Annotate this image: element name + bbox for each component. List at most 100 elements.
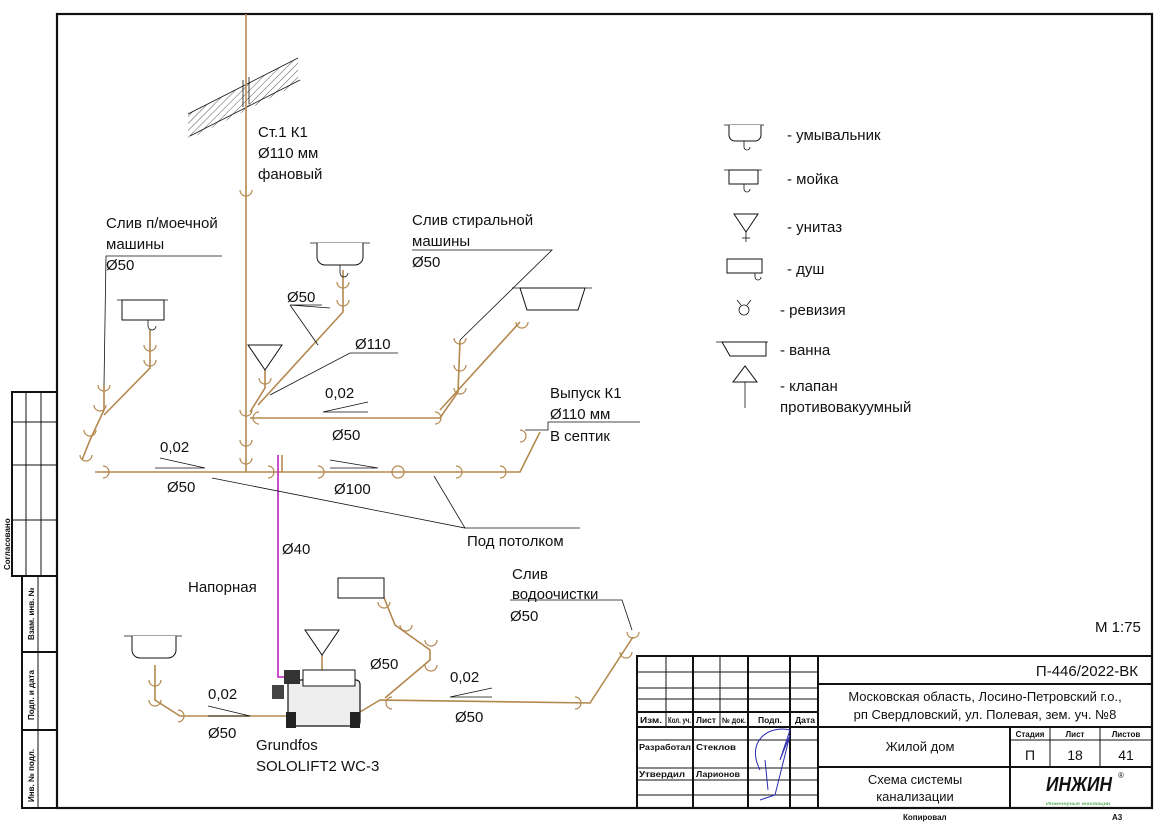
diameter-label: Ø50 (332, 427, 360, 444)
pressure-label: Напорная (188, 579, 257, 596)
role-approver: Утвердил (639, 770, 685, 779)
legend-label: - унитаз (787, 219, 842, 236)
signature (754, 728, 791, 801)
sink-icon (724, 169, 762, 193)
outlet-destination: В септик (550, 428, 610, 445)
filter-drain-label-2: водоочистки (512, 586, 598, 603)
legend-label: - умывальник (787, 127, 881, 144)
legend-label: - мойка (787, 171, 839, 188)
stage-header: Стадия (1016, 730, 1045, 739)
diameter-label: Ø50 (208, 725, 236, 742)
diameter-label: Ø100 (334, 481, 371, 498)
filter-drain-label: Слив (512, 566, 548, 583)
under-ceiling-label: Под потолком (467, 533, 564, 550)
diameter-label: Ø50 (455, 709, 483, 726)
address-line-2: рп Свердловский, ул. Полевая, зем. уч. №… (854, 707, 1117, 722)
diameter-label: Ø50 (167, 479, 195, 496)
sheet-value: 18 (1067, 747, 1083, 763)
legend-label: - ванна (780, 342, 831, 359)
sheets-value: 41 (1118, 747, 1134, 763)
header-izm: Изм. (640, 716, 662, 725)
title-block: Изм. Кол. уч. Лист № док. Подп. Дата Раз… (636, 655, 1153, 822)
revision-fitting (391, 465, 405, 479)
washer-label-2: машины (412, 233, 470, 250)
dishwasher-label: Слив п/моечной (106, 215, 218, 232)
pressure-pipe (277, 455, 288, 678)
dishwasher-label-2: машины (106, 236, 164, 253)
shower-fixture (337, 577, 385, 599)
slope-label: 0,02 (325, 385, 354, 402)
shower-icon (726, 258, 763, 281)
registered-mark: ® (1118, 771, 1124, 780)
revision-icon (736, 299, 752, 316)
slope-label: 0,02 (208, 686, 237, 703)
address-line-1: Московская область, Лосино-Петровский г.… (848, 689, 1121, 704)
riser-label: Ст.1 К1 (258, 124, 308, 141)
sheet-header: Лист (1066, 730, 1085, 739)
diagram-labels: Ст.1 К1 Ø110 мм фановый Слив п/моечной м… (106, 124, 1141, 775)
format-label: А3 (1112, 813, 1123, 822)
slope-label: 0,02 (160, 439, 189, 456)
object-name: Жилой дом (886, 739, 955, 754)
sheet-title-2: канализации (876, 789, 954, 804)
company-logo: ИНЖИН ® Инженерные инновации (1046, 771, 1124, 806)
washbasin-icon (724, 124, 764, 151)
drawing-code: П-446/2022-ВК (1036, 663, 1138, 680)
stamp-replace-inv: Взам. инв. № (27, 587, 36, 640)
diameter-label: Ø50 (287, 289, 315, 306)
gravity-pipes (81, 14, 634, 717)
role-developer: Разработал (639, 743, 691, 752)
header-date: Дата (795, 716, 816, 725)
fixtures (117, 242, 592, 728)
logo-tagline: Инженерные инновации (1046, 801, 1111, 806)
logo-text: ИНЖИН (1046, 774, 1112, 796)
bathtub-fixture (512, 287, 592, 311)
legend-label: - ревизия (780, 302, 846, 319)
dishwasher-fixture (117, 299, 168, 331)
legend-label: противовакуумный (780, 399, 911, 416)
header-kol-uch: Кол. уч. (668, 716, 691, 725)
pressure-diameter: Ø40 (282, 541, 310, 558)
pump-model: SOLOLIFT2 WC-3 (256, 758, 379, 775)
toilet-fixture-lower (304, 629, 340, 656)
leader-lines (103, 249, 640, 717)
riser-diameter: Ø110 мм (258, 145, 318, 162)
developer-name: Стеклов (696, 743, 736, 752)
header-list: Лист (696, 716, 716, 725)
riser-type: фановый (258, 166, 322, 183)
washbasin-fixture-lower (124, 635, 182, 659)
pipe-sockets (79, 189, 640, 723)
washer-label: Слив стиральной (412, 212, 533, 229)
diameter-label: Ø50 (370, 656, 398, 673)
header-doc-no: № док. (722, 716, 746, 725)
diameter-label: Ø110 (355, 336, 391, 353)
bathtub-icon (716, 341, 768, 357)
copied-label: Копировал (903, 813, 947, 822)
side-stamp: Согласовано Взам. инв. № Подп. и дата Ин… (3, 391, 58, 809)
stage-value: П (1025, 747, 1035, 763)
washbasin-fixture-upper (310, 242, 370, 278)
sheet-title-1: Схема системы (868, 772, 962, 787)
dishwasher-diameter: Ø50 (106, 257, 134, 274)
approver-name: Ларионов (696, 770, 740, 779)
pump-label: Grundfos (256, 737, 318, 754)
outlet-label: Выпуск К1 (550, 385, 622, 402)
air-valve-icon (732, 365, 758, 408)
slope-label: 0,02 (450, 669, 479, 686)
stamp-agreed: Согласовано (3, 518, 12, 570)
scale-label: М 1:75 (1095, 619, 1141, 636)
pump-grundfos-sololift (272, 669, 361, 728)
stamp-sign-date: Подп. и дата (27, 670, 36, 720)
toilet-icon (733, 213, 759, 242)
toilet-fixture-upper (247, 344, 283, 371)
filter-drain-diameter: Ø50 (510, 608, 538, 625)
legend-label: - клапан (780, 378, 838, 395)
legend-label: - душ (787, 261, 824, 278)
washer-diameter: Ø50 (412, 254, 440, 271)
legend: - умывальник - мойка - унитаз - душ - ре… (716, 124, 911, 416)
header-sign: Подп. (758, 716, 782, 725)
stamp-inv-orig: Инв. № подл. (27, 749, 36, 802)
outlet-diameter: Ø110 мм (550, 406, 610, 423)
